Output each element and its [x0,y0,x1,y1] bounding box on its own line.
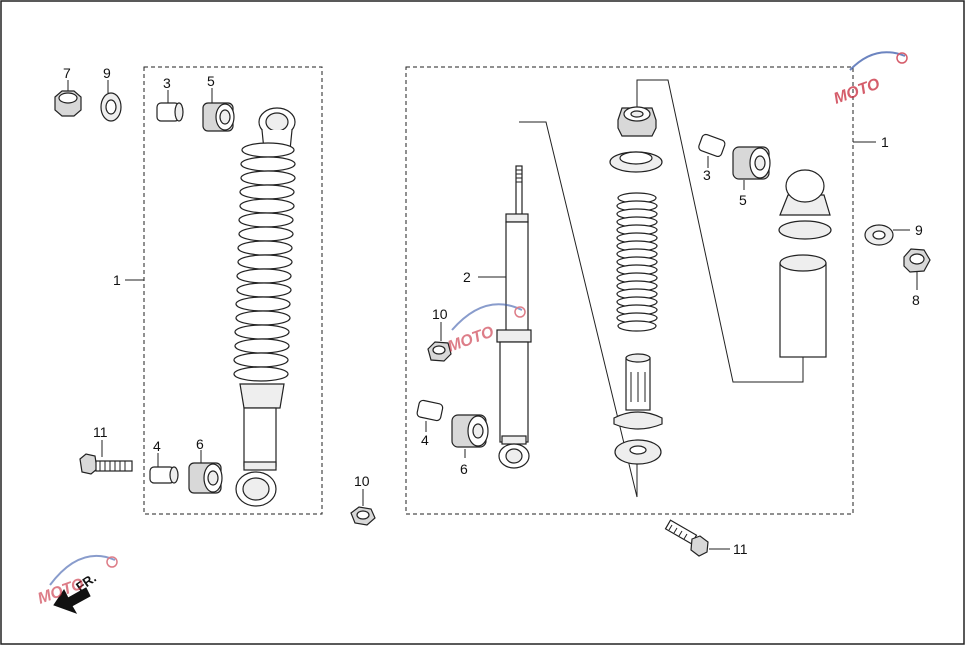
label-right-assembly: 1 [881,134,889,150]
watermark-logo-top-right: MOTO [832,51,908,108]
guide-line-damper [519,121,638,498]
label-bush-3-right: 3 [703,167,711,183]
bush-4-right [416,399,444,422]
spring-seat-nut [617,106,657,137]
label-bushing-5-right: 5 [739,192,747,208]
left-assembly-box [143,66,323,515]
label-bushing-5-left: 5 [207,73,215,89]
nut-7 [54,90,82,117]
washer-9-left [100,92,122,122]
nut-10-center [350,506,376,526]
dust-sleeve [779,254,827,358]
damper-2 [496,165,532,469]
label-nut-10-center: 10 [354,473,370,489]
label-bush-4-right: 4 [421,432,429,448]
label-damper-2: 2 [463,269,471,285]
bump-stop [613,353,663,430]
bush-4-left [149,466,179,484]
guide-line-spring [636,79,804,383]
spring-seat-upper [609,151,663,173]
label-bushing-6-left: 6 [196,436,204,452]
bush-3-left [156,102,184,122]
label-bolt-11-left: 11 [93,424,108,440]
nut-8 [903,248,931,273]
washer-9-right [864,224,894,246]
left-spring [233,142,296,382]
right-assembly-box [405,66,854,515]
label-nut-7: 7 [63,65,71,81]
bushing-5-left [202,102,235,132]
bushing-6-left [188,462,223,494]
left-shock-absorber [233,107,296,507]
bush-3-right [698,133,726,158]
label-bolt-11-right: 11 [733,541,748,557]
spring-seat-lower [614,439,662,465]
watermark-text-1: MOTO [832,75,883,107]
upper-mount [778,169,832,240]
label-nut-10-right: 10 [432,306,448,322]
label-nut-8: 8 [912,292,920,308]
right-spring [616,192,658,332]
bolt-11-left [79,453,133,475]
label-bushing-6-right: 6 [460,461,468,477]
bushing-6-right [451,414,489,448]
label-bush-3-left: 3 [163,75,171,91]
front-direction-arrow-icon [53,587,91,614]
label-washer-9-right: 9 [915,222,923,238]
bolt-11-right [664,519,709,557]
label-bush-4-left: 4 [153,438,161,454]
nut-10-right [427,341,452,362]
label-left-assembly: 1 [113,272,121,288]
label-washer-9-left: 9 [103,65,111,81]
bushing-5-right [732,146,771,180]
